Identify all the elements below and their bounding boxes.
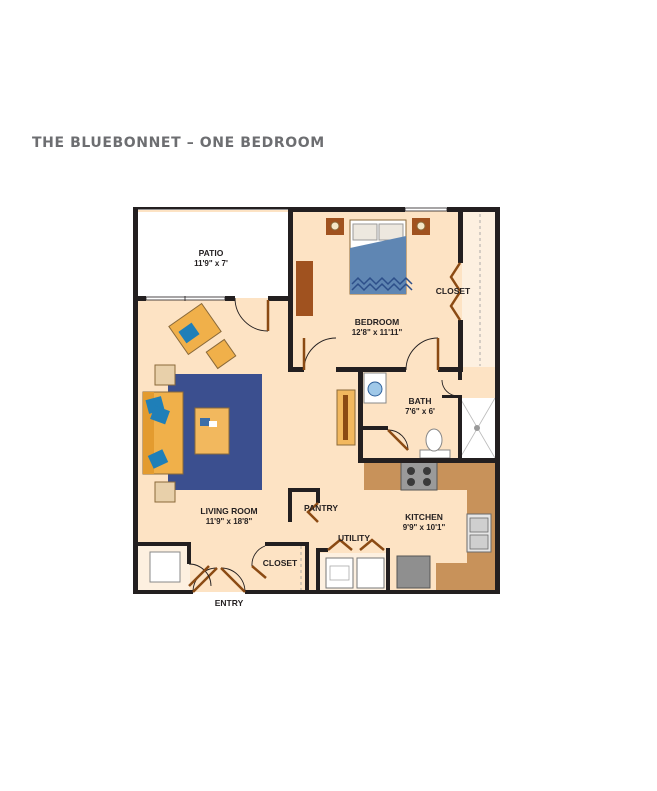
bath-dims: 7'6" x 6' — [405, 407, 435, 416]
kitchen-dims: 9'9" x 10'1" — [403, 523, 446, 532]
dishwasher — [396, 555, 431, 589]
pantry-label: PANTRY — [304, 503, 338, 513]
utility-doors — [327, 538, 385, 551]
bedroom-closet-floor — [462, 212, 495, 367]
shower-door — [441, 379, 459, 397]
bed — [349, 219, 413, 295]
walls — [133, 207, 500, 594]
shower — [459, 397, 496, 459]
washer — [325, 557, 354, 589]
patio-slider-window — [145, 296, 226, 301]
dryer — [356, 557, 385, 589]
bath-door — [405, 337, 440, 371]
kitchen-label: KITCHEN — [405, 512, 443, 522]
patio-area — [138, 212, 288, 298]
bath-lower-door — [387, 429, 409, 451]
entry-label: ENTRY — [215, 598, 244, 608]
ottoman — [205, 338, 237, 370]
hall-closet-door — [188, 563, 212, 587]
plan-title: THE BLUEBONNET – ONE BEDROOM — [32, 135, 325, 151]
toilet — [419, 428, 451, 459]
patio-dims: 11'9" x 7' — [194, 259, 228, 268]
nightstand-left — [326, 218, 344, 235]
bath-label: BATH — [409, 396, 432, 406]
dresser — [296, 261, 313, 316]
entry-closet-label: CLOSET — [263, 558, 298, 568]
bath-sink — [363, 372, 387, 404]
side-table-top — [154, 364, 176, 386]
utility-label: UTILITY — [338, 533, 370, 543]
hall-closet-appliance — [149, 551, 181, 583]
coffee-table — [194, 407, 230, 455]
armchair — [168, 302, 222, 356]
bedroom-window — [404, 207, 448, 212]
living-room-dims: 11'9" x 18'8" — [206, 517, 253, 526]
bedroom-door — [302, 337, 337, 371]
sofa — [142, 391, 184, 475]
stove — [400, 461, 438, 491]
console-table — [336, 389, 356, 446]
bedroom-dims: 12'8" x 11'11" — [352, 328, 403, 337]
entry-closet-door — [251, 545, 267, 579]
pantry-door — [306, 502, 319, 523]
nightstand-right — [412, 218, 430, 235]
bedroom-closet-label: CLOSET — [436, 286, 471, 296]
patio-door — [234, 297, 270, 332]
kitchen-sink — [466, 513, 492, 553]
patio-label: PATIO — [199, 248, 224, 258]
side-table-bottom — [154, 481, 176, 503]
living-room-label: LIVING ROOM — [200, 506, 257, 516]
bedroom-closet-door — [449, 262, 462, 321]
bedroom-label: BEDROOM — [355, 317, 399, 327]
